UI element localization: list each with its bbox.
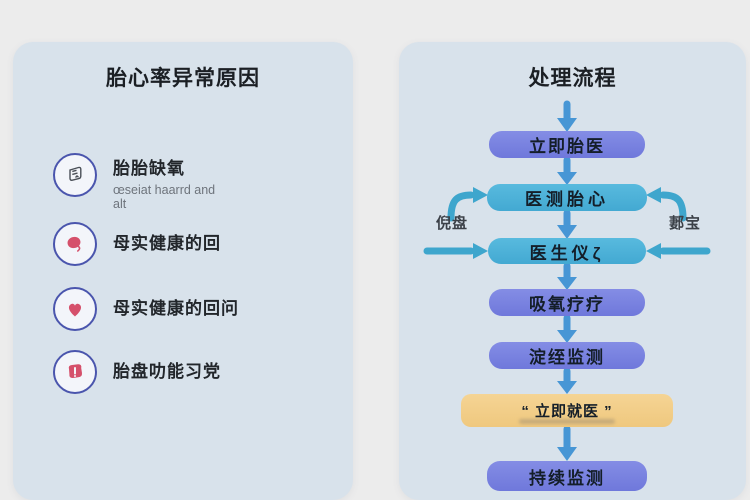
cause-item-maternal-health: 母实健康的回 <box>53 222 221 266</box>
cause-label: 母实健康的回问 <box>113 299 239 318</box>
cause-label: 胎胎缺氧 <box>113 159 185 178</box>
causes-panel: 胎心率异常原因 胎胎缺氧 œseiat haarrd and alt <box>13 42 353 500</box>
heart-icon <box>53 287 97 331</box>
flow-step-label: 持续监测 <box>529 468 605 488</box>
flow-step-label: “ 立即就医 ” <box>521 403 613 420</box>
cause-sublabel: œseiat haarrd and alt <box>113 183 216 212</box>
cause-text: 母实健康的回问 <box>113 287 239 331</box>
loop-label-right: 郪宝 <box>668 215 701 232</box>
flow-title: 处理流程 <box>528 67 617 90</box>
flow-step-label: 淀绖监测 <box>529 348 605 367</box>
flow-step-doctor-exam: 医生仪ζ <box>488 238 646 264</box>
flow-step-label: 吸氧疗疗 <box>529 295 605 314</box>
flow-step-monitor-heart: 医测胎心 <box>487 184 647 211</box>
loop-label-left: 倪盘 <box>435 215 468 232</box>
maternal-health-icon <box>53 222 97 266</box>
flow-arrows <box>423 100 711 461</box>
fetal-hypoxia-icon <box>53 153 97 197</box>
flow-step-label: 立即胎医 <box>529 137 605 156</box>
cause-item-fetal-hypoxia: 胎胎缺氧 œseiat haarrd and alt <box>53 153 231 212</box>
placenta-icon <box>53 350 97 394</box>
flow-step-seek-care: 立即胎医 <box>489 131 645 158</box>
flow-step-label: 医生仪ζ <box>529 243 605 263</box>
flow-step-highlight: “ 立即就医 ” <box>461 394 673 427</box>
flow-step-monitoring: 淀绖监测 <box>489 342 645 369</box>
cause-text: 胎盘叻能习党 <box>113 350 221 394</box>
cause-label: 胎盘叻能习党 <box>113 362 221 381</box>
cause-text: 胎胎缺氧 œseiat haarrd and alt <box>113 153 231 212</box>
flow-panel: 处理流程 <box>399 42 746 500</box>
flow-step-continuous: 持续监测 <box>487 461 647 491</box>
cause-text: 母实健康的回 <box>113 222 221 266</box>
cause-label: 母实健康的回 <box>113 234 221 253</box>
cause-item-placenta: 胎盘叻能习党 <box>53 350 221 394</box>
flow-step-label: 医测胎心 <box>525 190 609 209</box>
flow-step-oxygen-therapy: 吸氧疗疗 <box>489 289 645 316</box>
cause-item-heart: 母实健康的回问 <box>53 287 239 331</box>
causes-title: 胎心率异常原因 <box>106 67 260 90</box>
